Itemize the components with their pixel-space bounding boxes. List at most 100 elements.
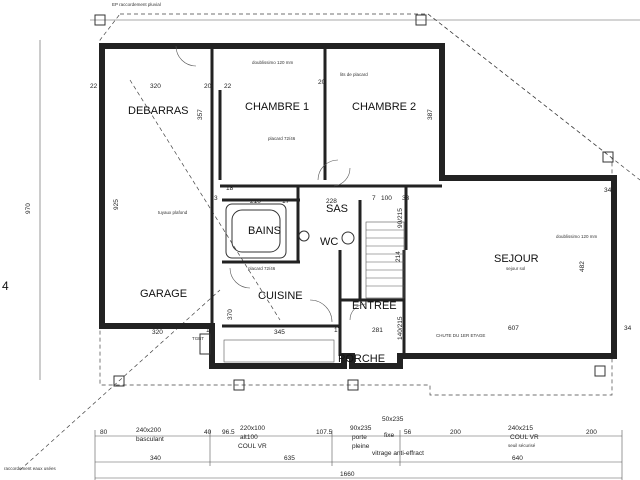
opening-3-extra: pleine xyxy=(352,443,370,450)
bdim-56: 56 xyxy=(404,429,412,436)
opening-3-size: 90x235 xyxy=(350,425,372,432)
bdim-96-5: 96.5 xyxy=(222,429,235,436)
bottom-dimension-lines xyxy=(94,430,623,480)
opening-5-type: COUL VR xyxy=(510,434,539,441)
exterior-walls xyxy=(99,43,617,369)
room-label-bains: BAINS xyxy=(248,225,281,237)
room-label-porche: PORCHE xyxy=(338,353,385,365)
corner-marker-sw xyxy=(113,375,125,387)
dim-22b: 22 xyxy=(224,83,232,90)
bdim-107-5: 107.5 xyxy=(316,429,333,436)
dim-100: 100 xyxy=(381,195,392,202)
wall-dimensions: 22 320 20 22 20 357 387 210 17 228 7 100… xyxy=(25,79,632,340)
corner-marker-se xyxy=(594,365,606,377)
room-label-garage: GARAGE xyxy=(140,288,187,300)
opening-4-type: fixe xyxy=(384,432,395,439)
dim-34b: 34 xyxy=(624,325,632,332)
corner-marker-s2 xyxy=(347,379,359,391)
bdim-635: 635 xyxy=(284,455,295,462)
dim-140-215: 140/215 xyxy=(397,316,404,340)
dim-925: 925 xyxy=(113,199,120,210)
note-doublage-chambre: doublissimo 120 mm xyxy=(252,60,294,65)
note-sejour-sub: sejour sol xyxy=(506,266,525,271)
stair xyxy=(365,221,405,299)
bdim-200b: 200 xyxy=(586,429,597,436)
corner-marker-e xyxy=(602,151,614,163)
interior-walls xyxy=(210,46,442,356)
dim-387: 387 xyxy=(427,109,434,120)
diagonal-guide-3 xyxy=(129,79,281,321)
opening-5-extra: seuil sécurisé xyxy=(508,443,536,448)
note-placard-1: placard 72/46 xyxy=(268,136,296,141)
opening-2-size: 220x100 xyxy=(240,425,265,432)
bdim-1660: 1660 xyxy=(340,471,355,478)
wc-bowl xyxy=(341,231,355,245)
note-doublage-sejour: doublissimo 120 mm xyxy=(556,234,598,239)
opening-5-size: 240x215 xyxy=(508,425,533,432)
opening-1-type: basculant xyxy=(136,436,164,443)
corner-marker-ne xyxy=(415,14,427,26)
dim-607: 607 xyxy=(508,325,519,332)
room-label-sejour: SEJOUR xyxy=(494,253,539,265)
dim-228: 228 xyxy=(326,198,337,205)
opening-1-size: 240x200 xyxy=(136,427,161,434)
note-chute: CHUTE DU 1ER ETAGE xyxy=(436,333,485,338)
sheet-number: 4 xyxy=(2,279,9,293)
note-placard-2: placard 72/46 xyxy=(248,266,276,271)
washbasin xyxy=(298,230,310,242)
dim-20b: 20 xyxy=(318,79,326,86)
room-label-cuisine: CUISINE xyxy=(258,290,303,302)
door-swings xyxy=(175,45,367,323)
diagonal-guide-1 xyxy=(427,13,640,181)
dim-17: 17 xyxy=(282,198,290,205)
room-label-wc: WC xyxy=(320,236,338,248)
dim-357: 357 xyxy=(197,109,204,120)
annotations: doublissimo 120 mm lits de placard doubl… xyxy=(112,2,598,341)
opening-labels: 240x200 basculant 220x100 alt100 COUL VR… xyxy=(136,416,539,457)
bdim-40: 40 xyxy=(204,429,212,436)
note-tgbt: TGBT xyxy=(192,336,204,341)
room-label-chambre-1: CHAMBRE 1 xyxy=(245,101,309,113)
dim-320-bottom: 320 xyxy=(152,329,163,336)
kitchen-counter xyxy=(223,339,335,363)
dim-20a: 20 xyxy=(204,83,212,90)
bdim-80: 80 xyxy=(100,429,108,436)
bdim-left-label: raccordement eaux usées xyxy=(4,466,57,471)
dim-18: 18 xyxy=(226,185,234,192)
dim-214: 214 xyxy=(395,251,402,262)
dim-3: 3 xyxy=(214,195,218,202)
dim-33: 33 xyxy=(402,195,410,202)
room-label-sas: SAS xyxy=(326,203,348,215)
note-ep-top: EP raccordement pluvial xyxy=(112,2,161,7)
tgbt-panel xyxy=(199,333,211,355)
corner-marker-nw xyxy=(94,14,106,26)
opening-2-extra: COUL VR xyxy=(238,443,267,450)
opening-4-size: 50x235 xyxy=(382,416,404,423)
dim-320-top: 320 xyxy=(150,83,161,90)
bottom-dimensions: 80 40 96.5 107.5 56 200 200 340 635 640 … xyxy=(4,429,597,478)
dim-17b: 17 xyxy=(334,327,342,334)
dim-90-215: 90/215 xyxy=(397,208,404,228)
dim-370: 370 xyxy=(227,309,234,320)
opening-4-extra: vitrage anti-effract xyxy=(372,450,424,457)
opening-2-type: alt100 xyxy=(240,434,258,441)
room-label-debarras: DEBARRAS xyxy=(128,105,189,117)
bathtub xyxy=(225,203,287,259)
dim-12: 12 xyxy=(206,327,214,334)
bdim-200a: 200 xyxy=(450,429,461,436)
dim-22a: 22 xyxy=(90,83,98,90)
diagonal-guide-2 xyxy=(19,289,221,471)
corner-marker-s xyxy=(233,379,245,391)
dim-345: 345 xyxy=(274,329,285,336)
bdim-340: 340 xyxy=(150,455,161,462)
note-garage-sub: tuyaux plafond xyxy=(158,210,188,215)
dim-482: 482 xyxy=(579,261,586,272)
note-lits: lits de placard xyxy=(340,72,368,77)
room-label-chambre-2: CHAMBRE 2 xyxy=(352,101,416,113)
dim-970: 970 xyxy=(25,203,32,214)
opening-3-type: porte xyxy=(352,434,367,441)
dim-7: 7 xyxy=(372,195,376,202)
room-label-entree: ENTREE xyxy=(352,300,397,312)
dim-281: 281 xyxy=(372,327,383,334)
